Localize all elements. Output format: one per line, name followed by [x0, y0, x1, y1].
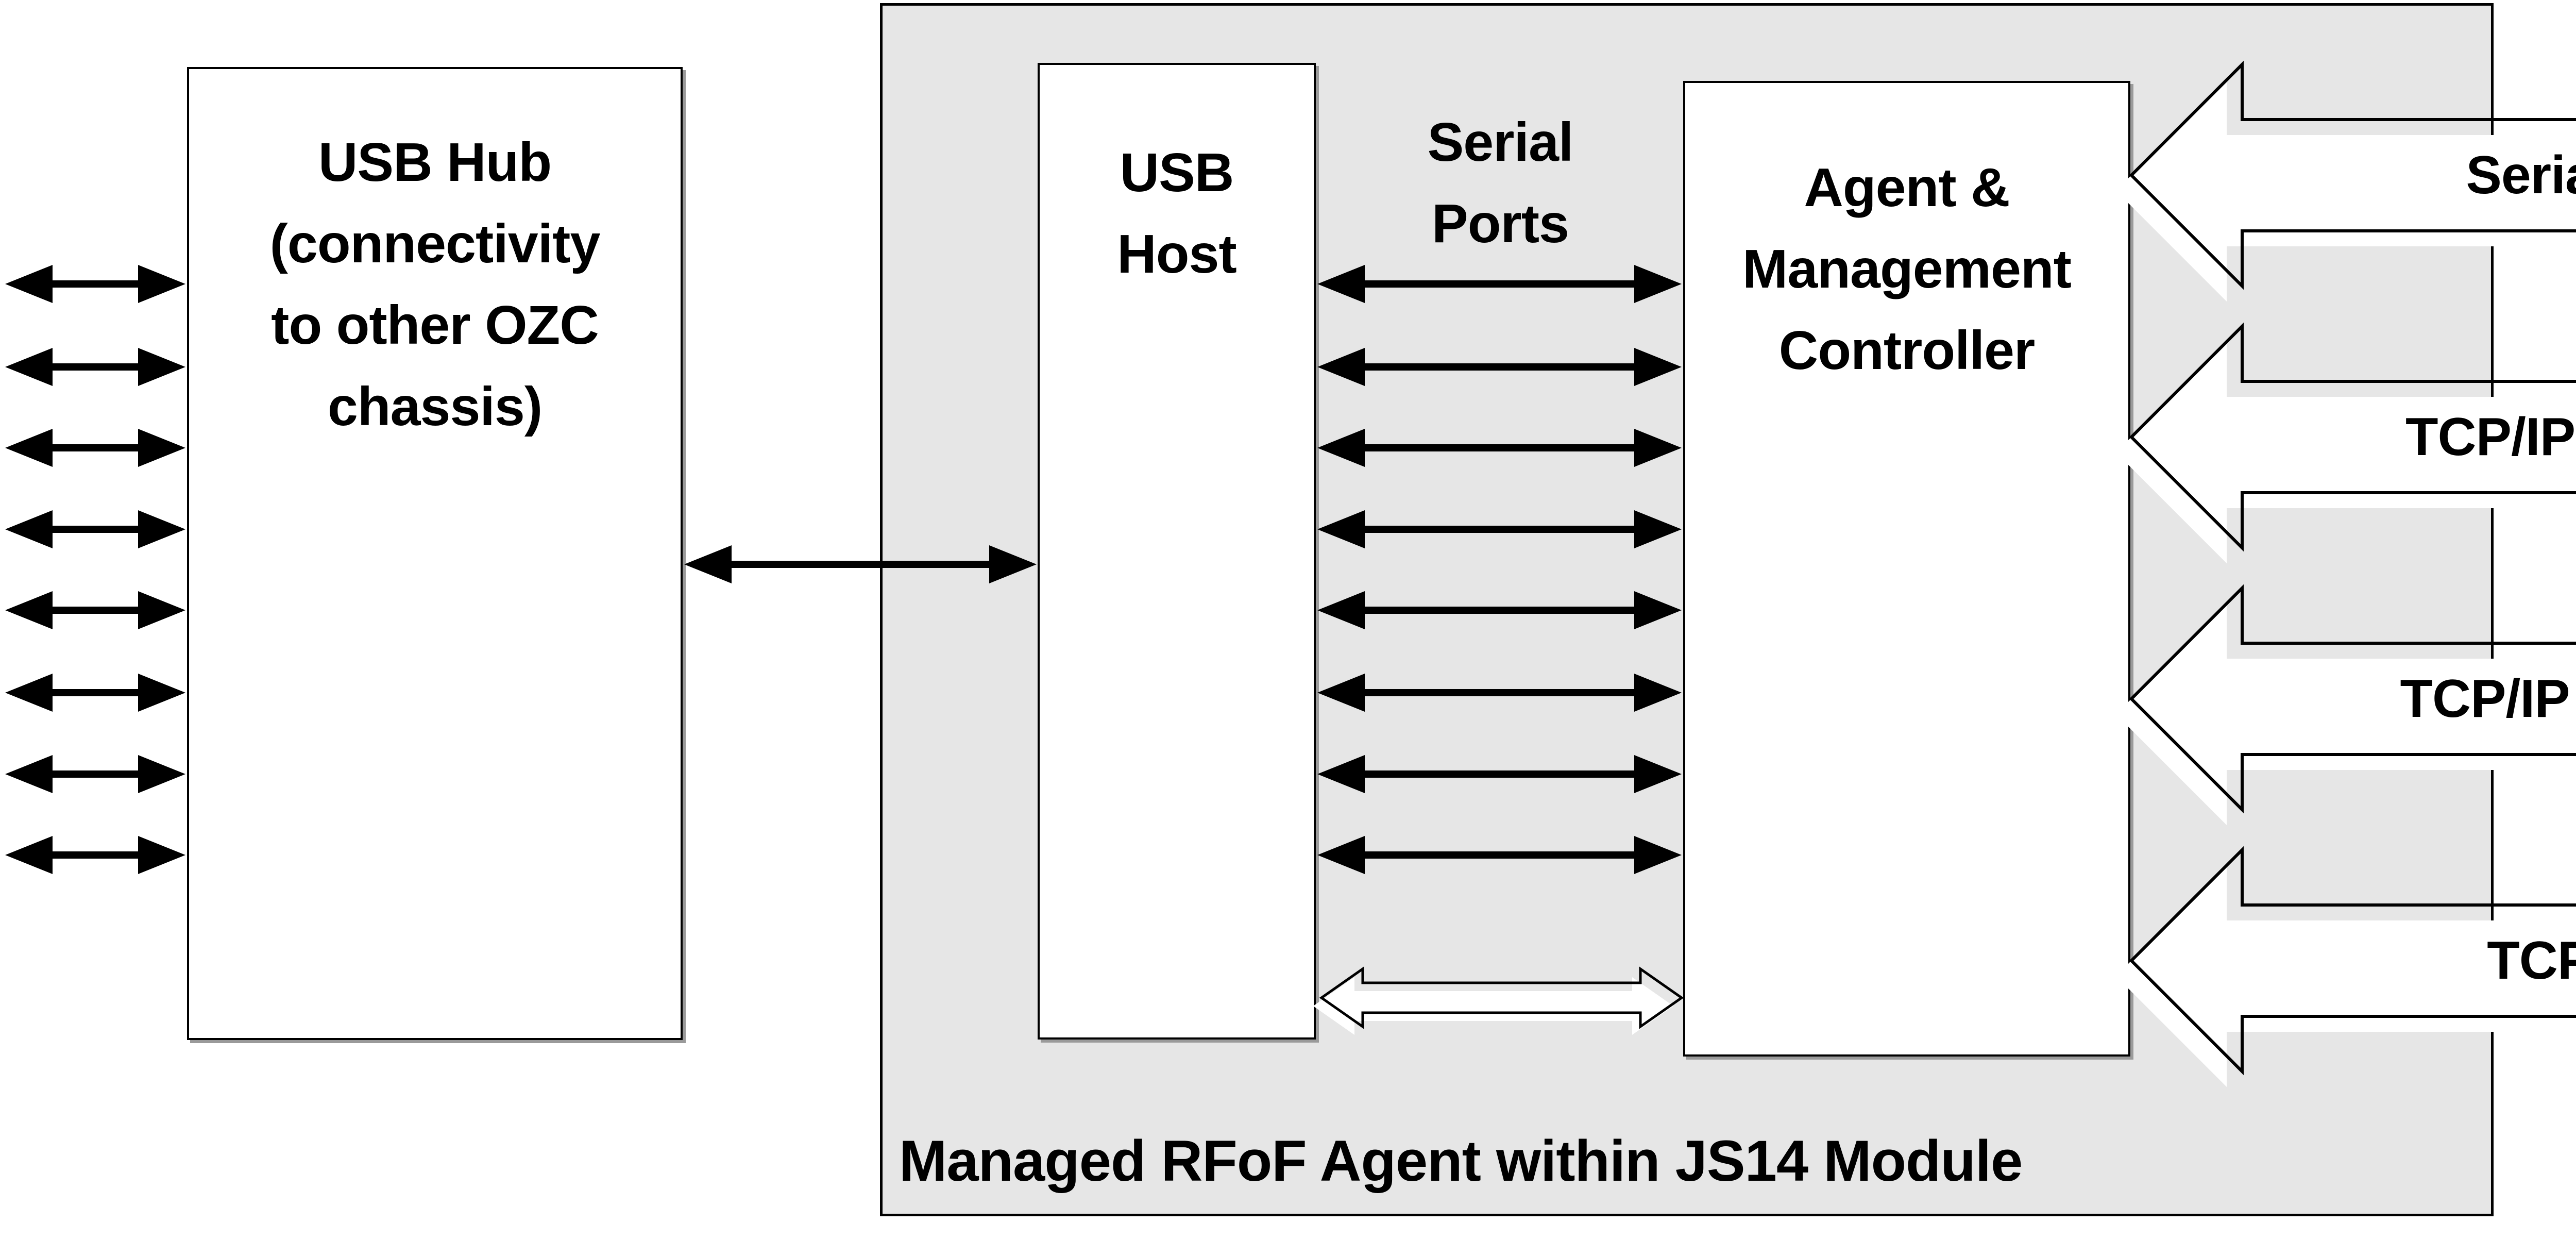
hub-external-bidirectional-arrow-icon — [5, 674, 185, 712]
hub-external-bidirectional-arrow-icon — [5, 755, 185, 793]
usb-hub-label-line: to other OZC — [271, 295, 599, 356]
hub-external-bidirectional-arrow-icon — [5, 836, 185, 874]
hub-external-bidirectional-arrow-icon — [5, 510, 185, 548]
serial-ports-label: Serial Ports — [1346, 102, 1655, 264]
agent-controller-label-line: Agent & — [1804, 157, 2010, 218]
usb-hub-box — [187, 67, 683, 1040]
usb-hub-label-line: USB Hub — [318, 132, 552, 193]
usb-host-label-line: USB — [1120, 142, 1234, 203]
agent-management-controller-box — [1683, 81, 2130, 1057]
serial-ports-label-line: Ports — [1432, 193, 1569, 254]
usb-host-label-line: Host — [1117, 224, 1237, 284]
hub-external-bidirectional-arrow-icon — [5, 348, 185, 386]
usb-hub-label: USB Hub (connectivity to other OZC chass… — [189, 122, 681, 447]
usb-hub-label-line: (connectivity — [269, 213, 601, 274]
hub-external-bidirectional-arrow-icon — [5, 591, 185, 629]
rfof-gui-interface-label: TCP/IP – Managed RFoF GUI — [2400, 669, 2576, 729]
console-interface-label: Serial or SSH (console) — [2466, 145, 2576, 205]
hub-external-bidirectional-arrow-icon — [5, 265, 185, 303]
snmp-interface-label: TCP/IP – SNMP v2, v3 — [2487, 931, 2576, 991]
agent-controller-label-line: Controller — [1778, 320, 2035, 381]
web-ui-interface-label: TCP/IP – Web User Interface — [2405, 407, 2576, 467]
serial-ports-label-line: Serial — [1427, 112, 1574, 173]
usb-host-label: USB Host — [1039, 132, 1315, 295]
agent-controller-label-line: Management — [1742, 239, 2072, 299]
hub-external-bidirectional-arrow-icon — [5, 429, 185, 467]
agent-controller-label: Agent & Management Controller — [1685, 147, 2129, 391]
usb-hub-label-line: chassis) — [327, 376, 543, 437]
usb-host-box — [1038, 63, 1316, 1040]
js14-module-caption: Managed RFoF Agent within JS14 Module — [899, 1129, 2023, 1193]
